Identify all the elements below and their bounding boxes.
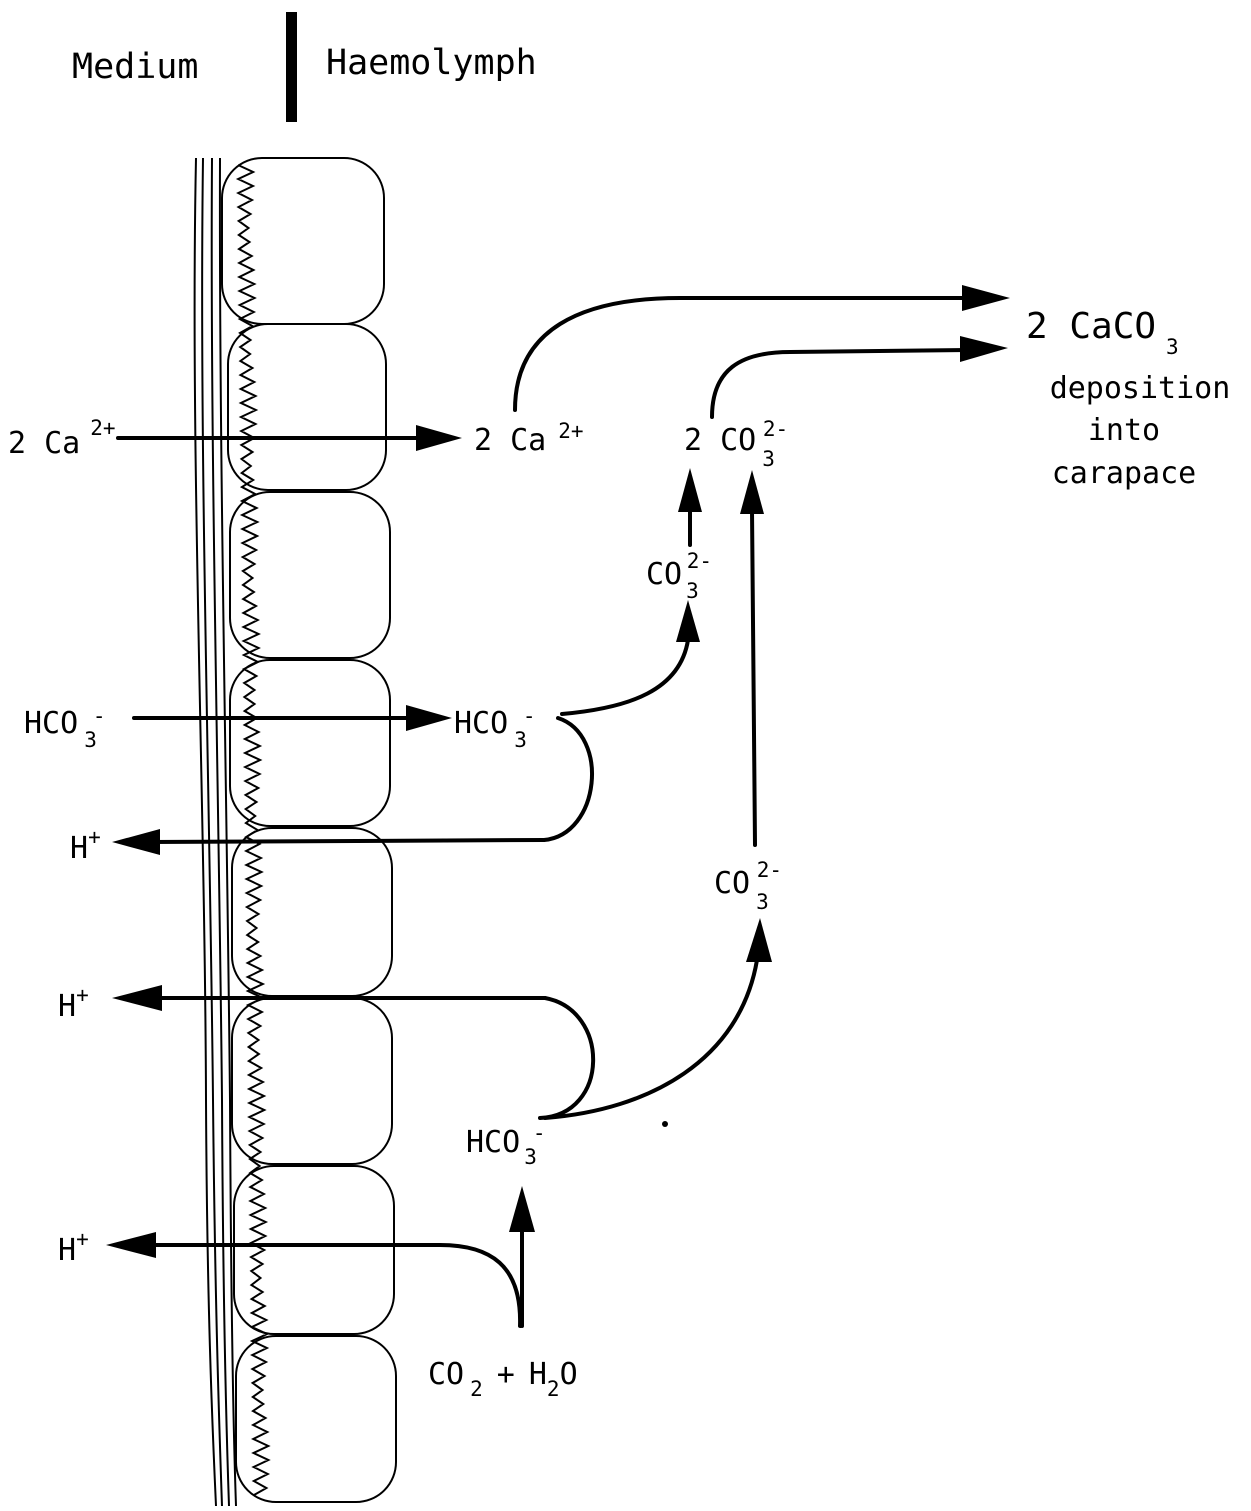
arrowhead: [416, 425, 462, 451]
arrowhead: [678, 468, 702, 512]
co3-to-caco3-arrow: [712, 350, 968, 417]
arrowhead: [112, 829, 160, 855]
compartment-divider: [286, 12, 297, 122]
h-release-loop-2: [540, 998, 593, 1118]
hco3-to-co3-arrow: [562, 640, 688, 714]
arrowhead: [740, 470, 764, 514]
h-plus-label-3: H+: [58, 1227, 89, 1268]
caption-line-1: deposition: [1050, 371, 1231, 406]
h-plus-label-1: H+: [70, 825, 101, 866]
caption-line-3: carapace: [1052, 456, 1197, 491]
epithelial-cell: [230, 492, 390, 658]
ca-to-caco3-arrow: [515, 298, 970, 410]
co3-combined-label: 2 CO32-: [684, 417, 788, 471]
co3-lower-label: CO32-: [714, 858, 782, 914]
arrowhead: [406, 705, 452, 731]
arrowhead: [676, 600, 700, 642]
arrowhead: [962, 285, 1010, 311]
arrowhead: [746, 918, 772, 962]
h-efflux-arrow-1: [150, 840, 544, 842]
haemolymph-label: Haemolymph: [326, 43, 537, 83]
epithelial-cells: [222, 158, 396, 1502]
h-plus-label-2: H+: [58, 983, 89, 1024]
arrowhead: [106, 1232, 156, 1258]
arrowhead: [112, 985, 162, 1011]
caption-line-2: into: [1088, 413, 1160, 448]
arrowhead: [509, 1186, 535, 1232]
medium-label: Medium: [72, 47, 198, 87]
speck: [662, 1121, 668, 1127]
h-release-loop: [544, 718, 592, 840]
arrowhead: [960, 336, 1008, 362]
co3-lower-long-arrow: [752, 510, 755, 845]
hco3-to-co3-lower-arrow: [545, 960, 757, 1118]
